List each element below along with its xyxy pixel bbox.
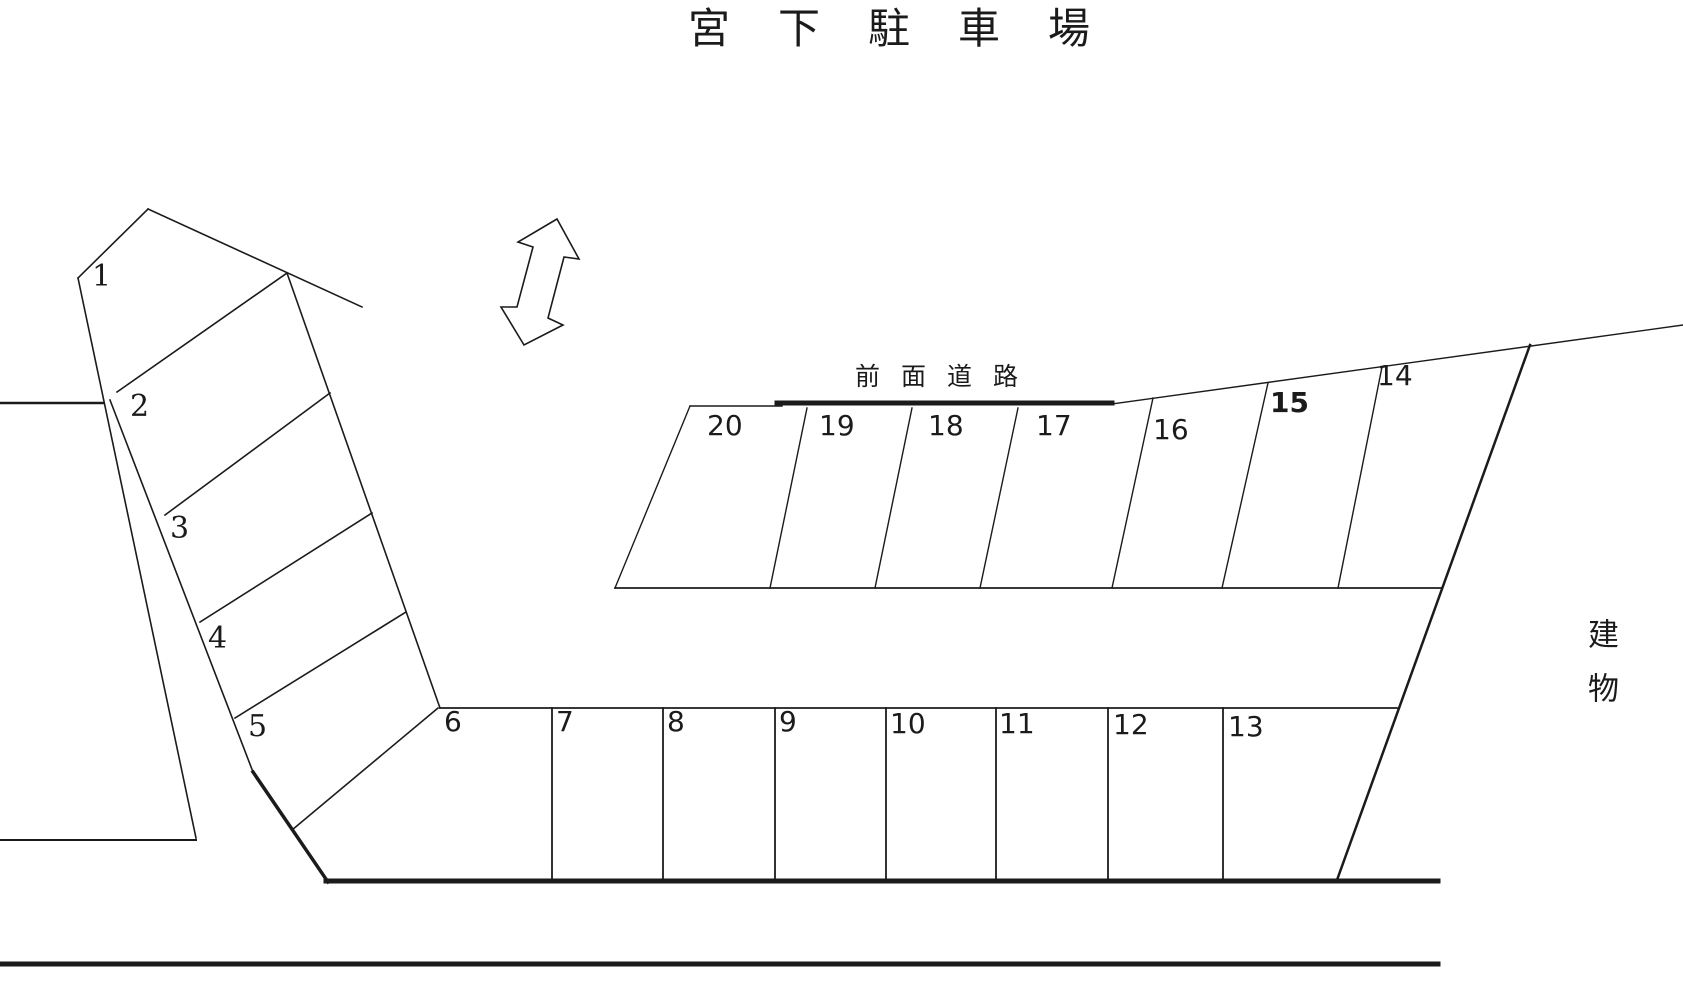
space-label-9: 9 bbox=[779, 705, 797, 738]
left-column-outline bbox=[76, 207, 442, 839]
page-title: 宮下駐車場 bbox=[688, 4, 1139, 53]
space-label-20: 20 bbox=[707, 409, 743, 442]
space-label-11: 11 bbox=[999, 707, 1035, 740]
space-label-6: 6 bbox=[444, 705, 462, 738]
space-label-8: 8 bbox=[667, 705, 685, 738]
space-label-1: 1 bbox=[92, 259, 112, 294]
site-boundary bbox=[0, 343, 1532, 967]
space-label-2: 2 bbox=[130, 389, 150, 424]
top-row-outline bbox=[614, 324, 1683, 589]
space-label-12: 12 bbox=[1113, 708, 1149, 741]
space-label-17: 17 bbox=[1036, 409, 1072, 442]
building-label: 建物 bbox=[1582, 618, 1618, 726]
space-label-16: 16 bbox=[1153, 413, 1189, 446]
front-road-label: 前面道路 bbox=[855, 362, 1040, 391]
space-label-7: 7 bbox=[556, 705, 574, 738]
space-label-13: 13 bbox=[1228, 710, 1264, 743]
space-label-15: 15 bbox=[1270, 386, 1309, 419]
two-way-arrow-icon bbox=[499, 217, 581, 347]
space-label-10: 10 bbox=[890, 707, 926, 740]
space-label-3: 3 bbox=[170, 511, 190, 546]
space-label-18: 18 bbox=[928, 409, 964, 442]
bottom-row-outline bbox=[439, 707, 1398, 881]
space-label-4: 4 bbox=[208, 621, 228, 656]
space-label-19: 19 bbox=[819, 409, 855, 442]
space-label-14: 14 bbox=[1377, 359, 1413, 392]
west-parcel-lines bbox=[0, 401, 197, 841]
space-label-5: 5 bbox=[248, 709, 268, 744]
